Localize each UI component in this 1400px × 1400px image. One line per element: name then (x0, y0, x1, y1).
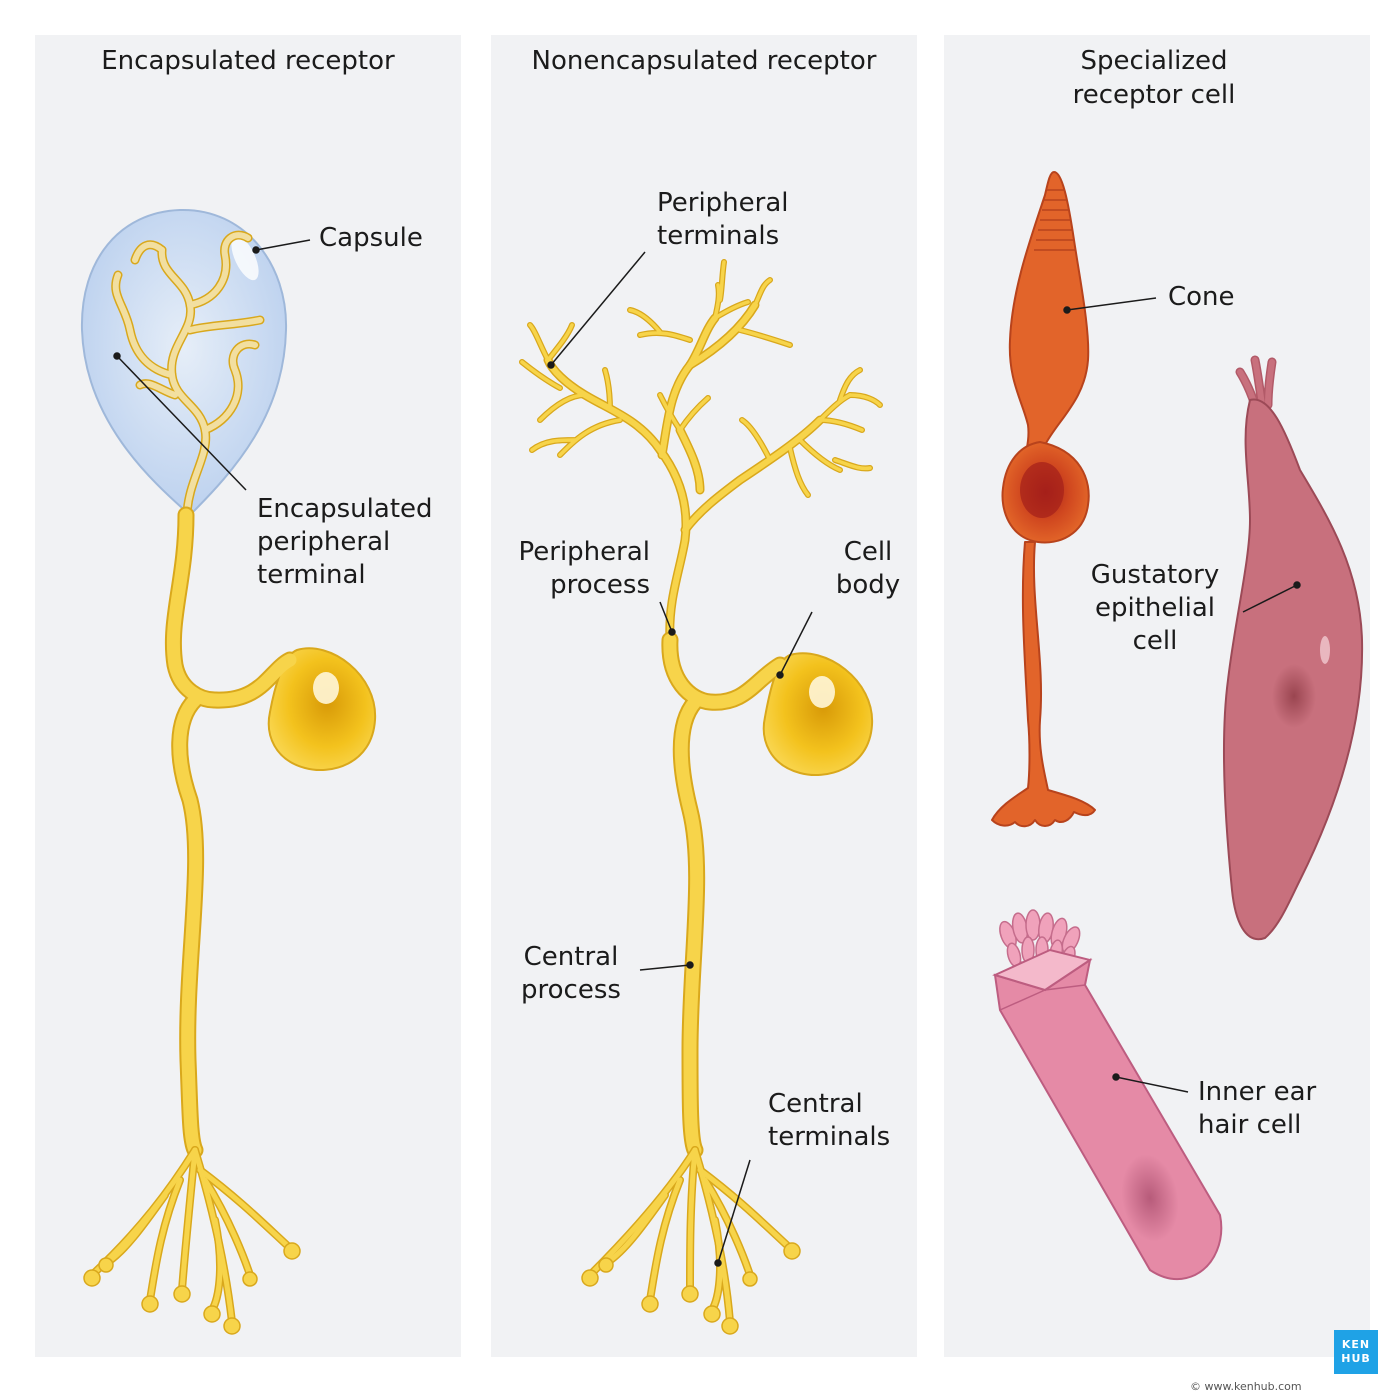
logo-line2: HUB (1341, 1352, 1371, 1365)
label-encapsulated-peripheral-terminal: Encapsulated peripheral terminal (257, 493, 433, 592)
label-cb-line2: body (835, 570, 901, 600)
label-pt-line2: terminals (657, 221, 780, 251)
label-gec-line1: Gustatory (1090, 560, 1220, 590)
label-ct-line2: terminals (768, 1122, 891, 1152)
label-peripheral-process: Peripheral process (500, 536, 651, 602)
panel-title-specialized-line2: receptor cell (1072, 80, 1236, 110)
label-gustatory-epithelial-cell: Gustatory epithelial cell (1075, 559, 1235, 658)
label-central-terminals: Central terminals (768, 1088, 890, 1154)
label-pp-line1: Peripheral (518, 537, 651, 567)
label-ept-line1: Encapsulated (257, 494, 433, 524)
label-peripheral-terminals: Peripheral terminals (657, 187, 789, 253)
label-ct-line1: Central (768, 1089, 863, 1119)
copyright-text: © www.kenhub.com (1190, 1380, 1302, 1393)
label-gec-line2: epithelial (1095, 593, 1215, 623)
label-pt-line1: Peripheral (657, 188, 789, 218)
panel-title-specialized: Specialized receptor cell (934, 44, 1374, 112)
encapsulated-neuron (80, 208, 377, 1335)
label-cp-line2: process (521, 975, 621, 1005)
label-cell-body: Cell body (828, 536, 908, 602)
label-inner-ear-hair-cell: Inner ear hair cell (1198, 1076, 1316, 1142)
label-cone: Cone (1168, 282, 1235, 312)
cone-cell (991, 171, 1096, 828)
label-cb-line1: Cell (843, 537, 893, 567)
label-central-process: Central process (505, 941, 637, 1007)
leader-lines-panel3 (1063, 297, 1301, 1093)
kenhub-logo: KEN HUB (1334, 1330, 1378, 1374)
panel-title-encapsulated: Encapsulated receptor (101, 46, 395, 76)
panel-title-specialized-line1: Specialized (1080, 46, 1228, 76)
leader-lines-panel2 (547, 251, 813, 1267)
label-gec-line3: cell (1132, 626, 1178, 656)
label-ihc-line2: hair cell (1198, 1110, 1302, 1140)
nonencapsulated-neuron (519, 259, 883, 1335)
label-capsule: Capsule (319, 223, 423, 253)
panel-title-nonencapsulated: Nonencapsulated receptor (531, 46, 877, 76)
label-ept-line3: terminal (257, 560, 366, 590)
label-ihc-line1: Inner ear (1198, 1077, 1317, 1107)
leader-lines-panel1 (113, 239, 311, 491)
gustatory-cell (1222, 355, 1364, 941)
label-ept-line2: peripheral (257, 527, 391, 557)
label-pp-line2: process (550, 570, 650, 600)
label-cp-line1: Central (523, 942, 619, 972)
capsule-shape (80, 208, 288, 516)
logo-line1: KEN (1341, 1338, 1371, 1351)
hair-cell (992, 909, 1223, 1281)
